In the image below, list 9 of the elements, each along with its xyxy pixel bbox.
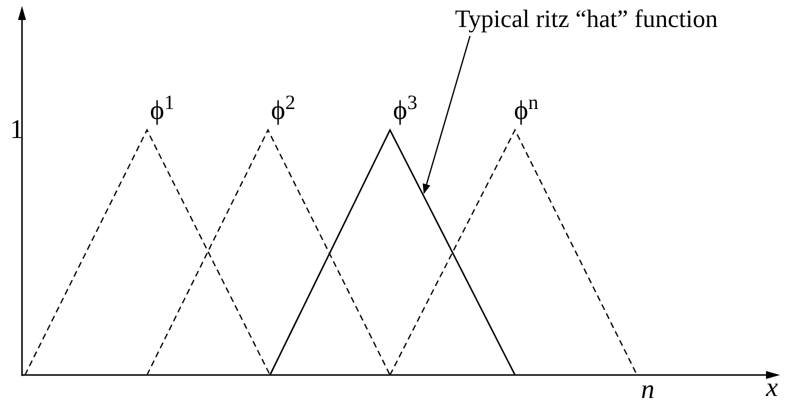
axis-label: x [766,372,778,402]
leader-line [422,36,471,194]
function-label: ϕ$^{n}$ [514,95,538,125]
axis-tick-label: 1 [10,114,24,144]
axis-label: n [641,374,654,404]
callout-text: Typical ritz “hat” function [455,5,719,35]
function-label: ϕ$^{1}$ [150,95,174,125]
function-label: ϕ$^{3}$ [393,95,418,125]
hat-function-curve [269,128,516,376]
